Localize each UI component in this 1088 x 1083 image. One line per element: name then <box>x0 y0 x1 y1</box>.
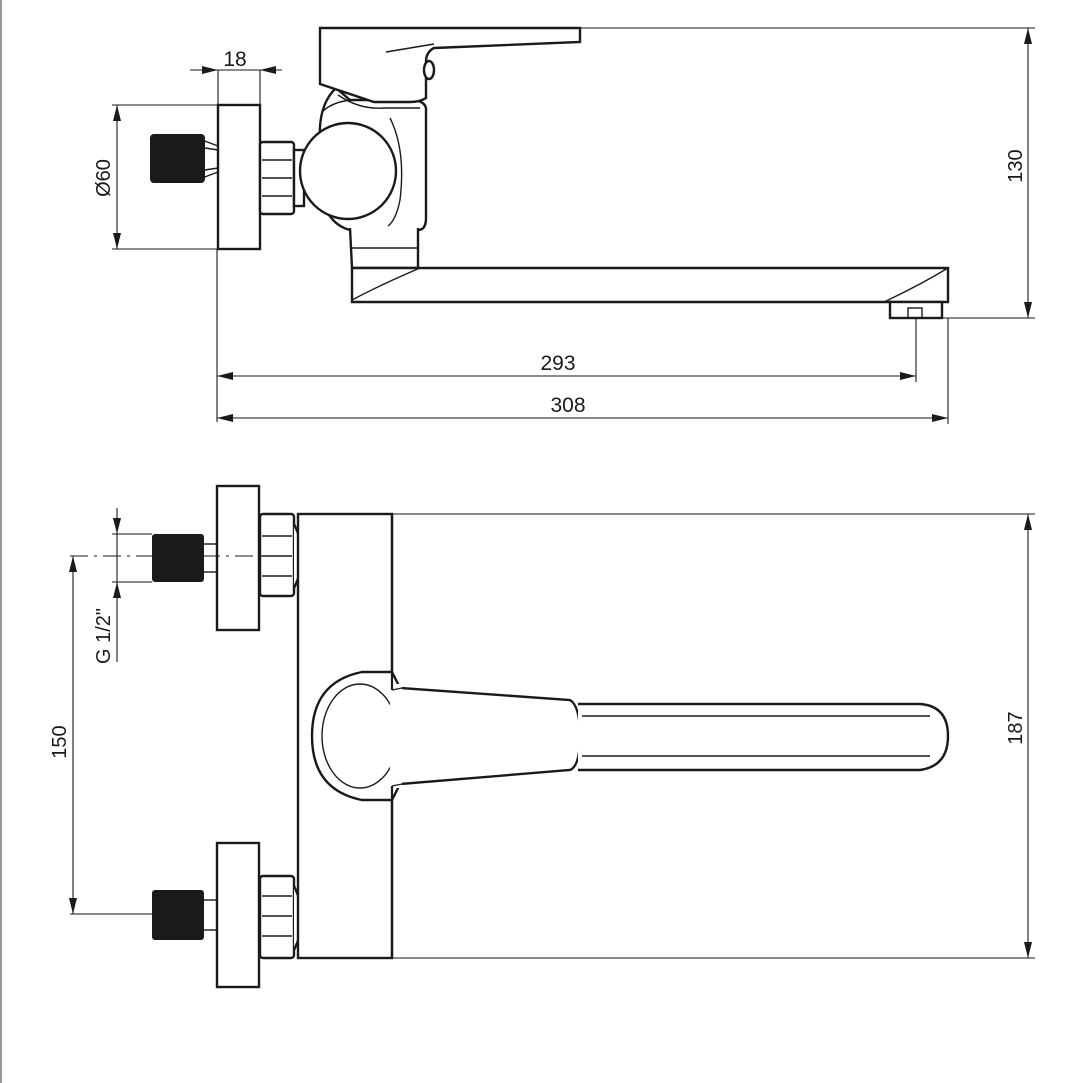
top-hex-nut-upper <box>258 512 296 598</box>
side-inlet-connector <box>150 134 219 183</box>
dim-label-308: 308 <box>550 394 585 417</box>
dim-label-d60: Ø60 <box>93 159 115 197</box>
top-hex-nut-lower <box>258 874 296 960</box>
side-thread-block <box>150 134 205 183</box>
dim-inlet-spacing: 150 <box>49 556 152 915</box>
dim-label-150: 150 <box>49 725 71 758</box>
side-wall-plate <box>216 103 262 251</box>
dim-label-18: 18 <box>223 48 246 71</box>
side-mixer-body <box>298 86 428 232</box>
dim-thread-size: G 1/2" <box>93 508 152 664</box>
dim-label-293: 293 <box>540 352 575 375</box>
top-wall-plate-upper <box>215 484 261 632</box>
dim-plate-diameter: Ø60 <box>93 104 218 250</box>
dim-body-width: 187 <box>392 513 1035 959</box>
top-view: G 1/2" 150 187 <box>49 484 1035 989</box>
side-view: 18 Ø60 130 293 <box>93 26 1035 424</box>
dim-height: 130 <box>580 27 1035 319</box>
side-lever-handle <box>318 26 582 104</box>
dim-label-187: 187 <box>1005 711 1027 744</box>
dim-label-130: 130 <box>1005 149 1027 182</box>
dim-label-thread: G 1/2" <box>93 608 115 664</box>
top-inlet-lower <box>152 841 304 989</box>
top-lever-handle <box>310 514 950 958</box>
dim-plate-thickness: 18 <box>190 48 282 105</box>
side-hex-nut <box>258 140 306 216</box>
side-cartridge-circle <box>298 121 398 221</box>
side-spout <box>350 266 950 320</box>
top-inlet-upper <box>152 484 304 632</box>
side-aerator <box>888 300 944 320</box>
dim-spout-reach: 293 308 <box>216 249 949 424</box>
top-wall-plate-lower <box>215 841 261 989</box>
